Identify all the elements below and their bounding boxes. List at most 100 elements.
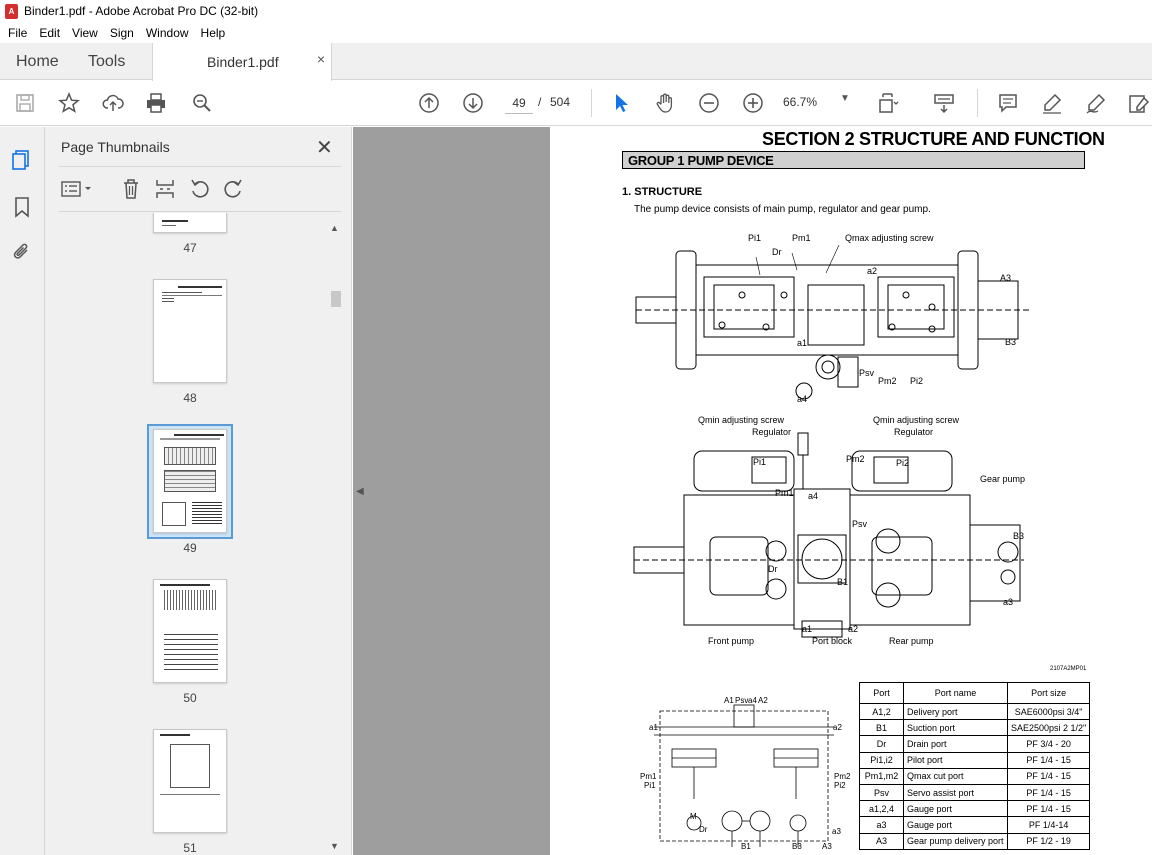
total-pages: 504 [550,95,571,109]
group-title: GROUP 1 PUMP DEVICE [628,153,774,168]
circuit-label-dr: Dr [699,825,708,834]
front-label-port-block: Port block [812,636,853,646]
zoom-level-field[interactable]: 66.7% [783,95,818,109]
save-icon[interactable] [13,91,37,115]
menu-bar: File Edit View Sign Window Help [0,22,1152,43]
scrolling-mode-icon[interactable] [932,91,956,115]
table-cell: SAE2500psi 2 1/2" [1006,719,1091,737]
zoom-dropdown-icon[interactable]: ▼ [840,93,850,104]
thumbnail-page-50[interactable] [153,579,227,683]
front-label-front-pump: Front pump [708,636,755,646]
fill-sign-icon[interactable] [1127,91,1151,115]
comment-icon[interactable] [996,91,1020,115]
table-cell: Pm1,m2 [859,767,904,785]
table-cell: Drain port [903,735,1008,753]
top-label-pm1: Pm1 [792,233,811,243]
table-cell: PF 1/4 - 15 [1006,767,1091,785]
top-label-b3: B3 [1005,337,1017,347]
current-page-input[interactable] [505,92,533,114]
extract-pages-icon[interactable] [153,177,177,201]
panel-title: Page Thumbnails [61,139,170,155]
highlight-pen-icon[interactable] [1040,91,1064,115]
circuit-label-pi2: Pi2 [834,781,846,790]
attachments-icon[interactable] [10,240,34,264]
close-panel-icon[interactable]: ✕ [316,137,333,159]
table-row: Pi1,i2 Pilot port PF 1/4 - 15 [859,751,1091,769]
menu-view[interactable]: View [72,25,98,40]
scroll-down-icon[interactable]: ▼ [330,841,339,851]
tab-tools[interactable]: Tools [88,53,126,70]
panel-divider [59,166,341,167]
table-cell: Pilot port [903,751,1008,769]
menu-file[interactable]: File [8,25,28,40]
thumbnail-page-48[interactable] [153,279,227,383]
table-cell: PF 3/4 - 20 [1006,735,1091,753]
circuit-label-psv: Psv [735,696,749,705]
page-thumbnails-icon[interactable] [10,148,34,172]
table-cell: Suction port [903,719,1008,737]
thumbnail-scrollbar[interactable]: ▲ ▼ [329,213,341,855]
table-cell: PF 1/4 - 15 [1006,800,1091,818]
navigation-rail [0,127,45,855]
table-cell: PF 1/2 - 19 [1006,832,1091,850]
thumbnail-page-49[interactable] [153,429,227,533]
top-label-pm2: Pm2 [878,376,897,386]
thumbnail-number: 49 [183,541,197,555]
table-header: Port [859,682,904,704]
toolbar: / 504 66.7% ▼ [0,81,1152,126]
table-cell: Gauge port [903,816,1008,834]
hand-tool-icon[interactable] [653,91,677,115]
front-label-qmin-right: Qmin adjusting screw [873,415,960,425]
upload-cloud-icon[interactable] [101,91,125,115]
menu-help[interactable]: Help [200,25,226,40]
fit-page-icon[interactable] [876,91,900,115]
search-zoom-icon[interactable] [190,91,214,115]
rotate-clockwise-icon[interactable] [221,177,245,201]
thumbnail-number: 47 [183,241,197,255]
hydraulic-circuit-diagram [654,704,834,847]
circuit-label-a2-top: A2 [758,696,768,705]
next-page-icon[interactable] [461,91,485,115]
table-cell: Pi1,i2 [859,751,904,769]
table-cell: Servo assist port [903,783,1008,802]
table-row: A1,2 Delivery port SAE6000psi 3/4" [859,702,1091,721]
draw-sign-icon[interactable] [1084,91,1108,115]
table-cell: Gauge port [903,800,1008,818]
zoom-out-icon[interactable] [697,91,721,115]
front-label-rear-pump: Rear pump [889,636,934,646]
thumbnail-number: 50 [183,691,197,705]
tab-home[interactable]: Home [16,53,59,70]
table-row: Psv Servo assist port PF 1/4 - 15 [859,783,1091,802]
previous-page-icon[interactable] [417,91,441,115]
circuit-label-a2: a2 [833,723,842,732]
toolbar-divider [591,89,592,117]
bookmarks-icon[interactable] [10,195,34,219]
select-cursor-icon[interactable] [609,91,633,115]
delete-pages-icon[interactable] [119,177,143,201]
collapse-panel-icon[interactable]: ◀ [356,486,364,497]
bookmark-star-icon[interactable] [57,91,81,115]
print-icon[interactable] [144,91,168,115]
thumbnail-page-51[interactable] [153,729,227,833]
front-label-pm1: Pm1 [775,488,794,498]
circuit-label-pm2: Pm2 [834,772,851,781]
menu-sign[interactable]: Sign [109,25,134,40]
close-tab-icon[interactable]: × [316,51,325,67]
scroll-up-icon[interactable]: ▲ [330,223,339,233]
tab-bar: Home Tools Binder1.pdf × [0,43,1152,81]
thumbnail-page-47[interactable] [153,213,227,233]
table-cell: B1 [859,719,904,737]
table-cell: Qmax cut port [903,767,1008,785]
front-label-pi1: Pi1 [753,457,767,467]
table-cell: PF 1/4 - 15 [1006,751,1091,769]
front-label-b1: B1 [837,577,849,587]
zoom-in-icon[interactable] [741,91,765,115]
thumbnail-options-icon[interactable] [59,177,95,201]
window-title: Binder1.pdf - Adobe Acrobat Pro DC (32-b… [24,4,259,18]
menu-edit[interactable]: Edit [39,25,61,40]
scrollbar-thumb[interactable] [331,291,341,307]
menu-window[interactable]: Window [145,25,189,40]
tab-document[interactable]: Binder1.pdf × [152,43,332,81]
rotate-counterclockwise-icon[interactable] [188,177,212,201]
top-label-a2: a2 [867,266,878,276]
